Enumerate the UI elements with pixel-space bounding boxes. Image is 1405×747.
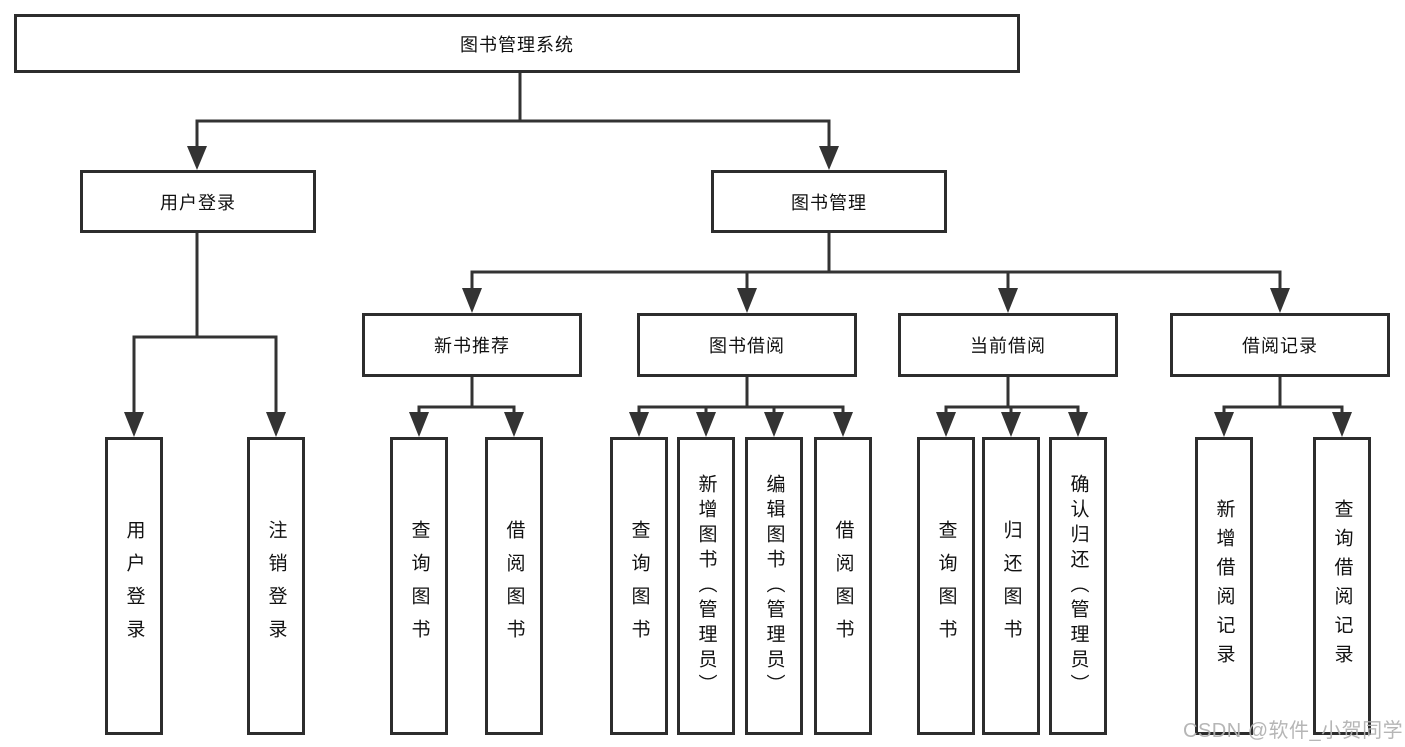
connector-new-book-recommend-branch: [409, 377, 524, 437]
node-user-login: 用户登录: [80, 170, 316, 233]
node-new-book-recommend: 新书推荐: [362, 313, 582, 377]
connector-book-borrow-branch: [629, 377, 853, 437]
leaf-records-query-record: 查询借阅记录: [1313, 437, 1371, 735]
leaf-newrec-borrow-books: 借阅图书: [485, 437, 543, 735]
csdn-watermark: CSDN @软件_小贺同学: [1183, 720, 1404, 742]
connector-book-management-branch: [462, 233, 1290, 313]
connector-current-borrow-branch: [936, 377, 1088, 437]
node-borrow-records: 借阅记录: [1170, 313, 1390, 377]
leaf-borrow-edit-books-admin: 编辑图书（管理员）: [745, 437, 803, 735]
leaf-records-add-record: 新增借阅记录: [1195, 437, 1253, 735]
leaf-newrec-query-books: 查询图书: [390, 437, 448, 735]
leaf-current-query-books: 查询图书: [917, 437, 975, 735]
node-library-system: 图书管理系统: [14, 14, 1020, 73]
node-book-borrow: 图书借阅: [637, 313, 857, 377]
leaf-logout: 注销登录: [247, 437, 305, 735]
leaf-current-confirm-return-admin: 确认归还（管理员）: [1049, 437, 1107, 735]
leaf-borrow-borrow-books: 借阅图书: [814, 437, 872, 735]
leaf-borrow-query-books: 查询图书: [610, 437, 668, 735]
leaf-current-return-books: 归还图书: [982, 437, 1040, 735]
connector-borrow-records-branch: [1214, 377, 1352, 437]
connector-user-login-branch: [124, 233, 286, 437]
node-current-borrow: 当前借阅: [898, 313, 1118, 377]
leaf-borrow-add-books-admin: 新增图书（管理员）: [677, 437, 735, 735]
leaf-user-login: 用户登录: [105, 437, 163, 735]
connector-root-to-level2: [187, 73, 839, 170]
node-book-management: 图书管理: [711, 170, 947, 233]
